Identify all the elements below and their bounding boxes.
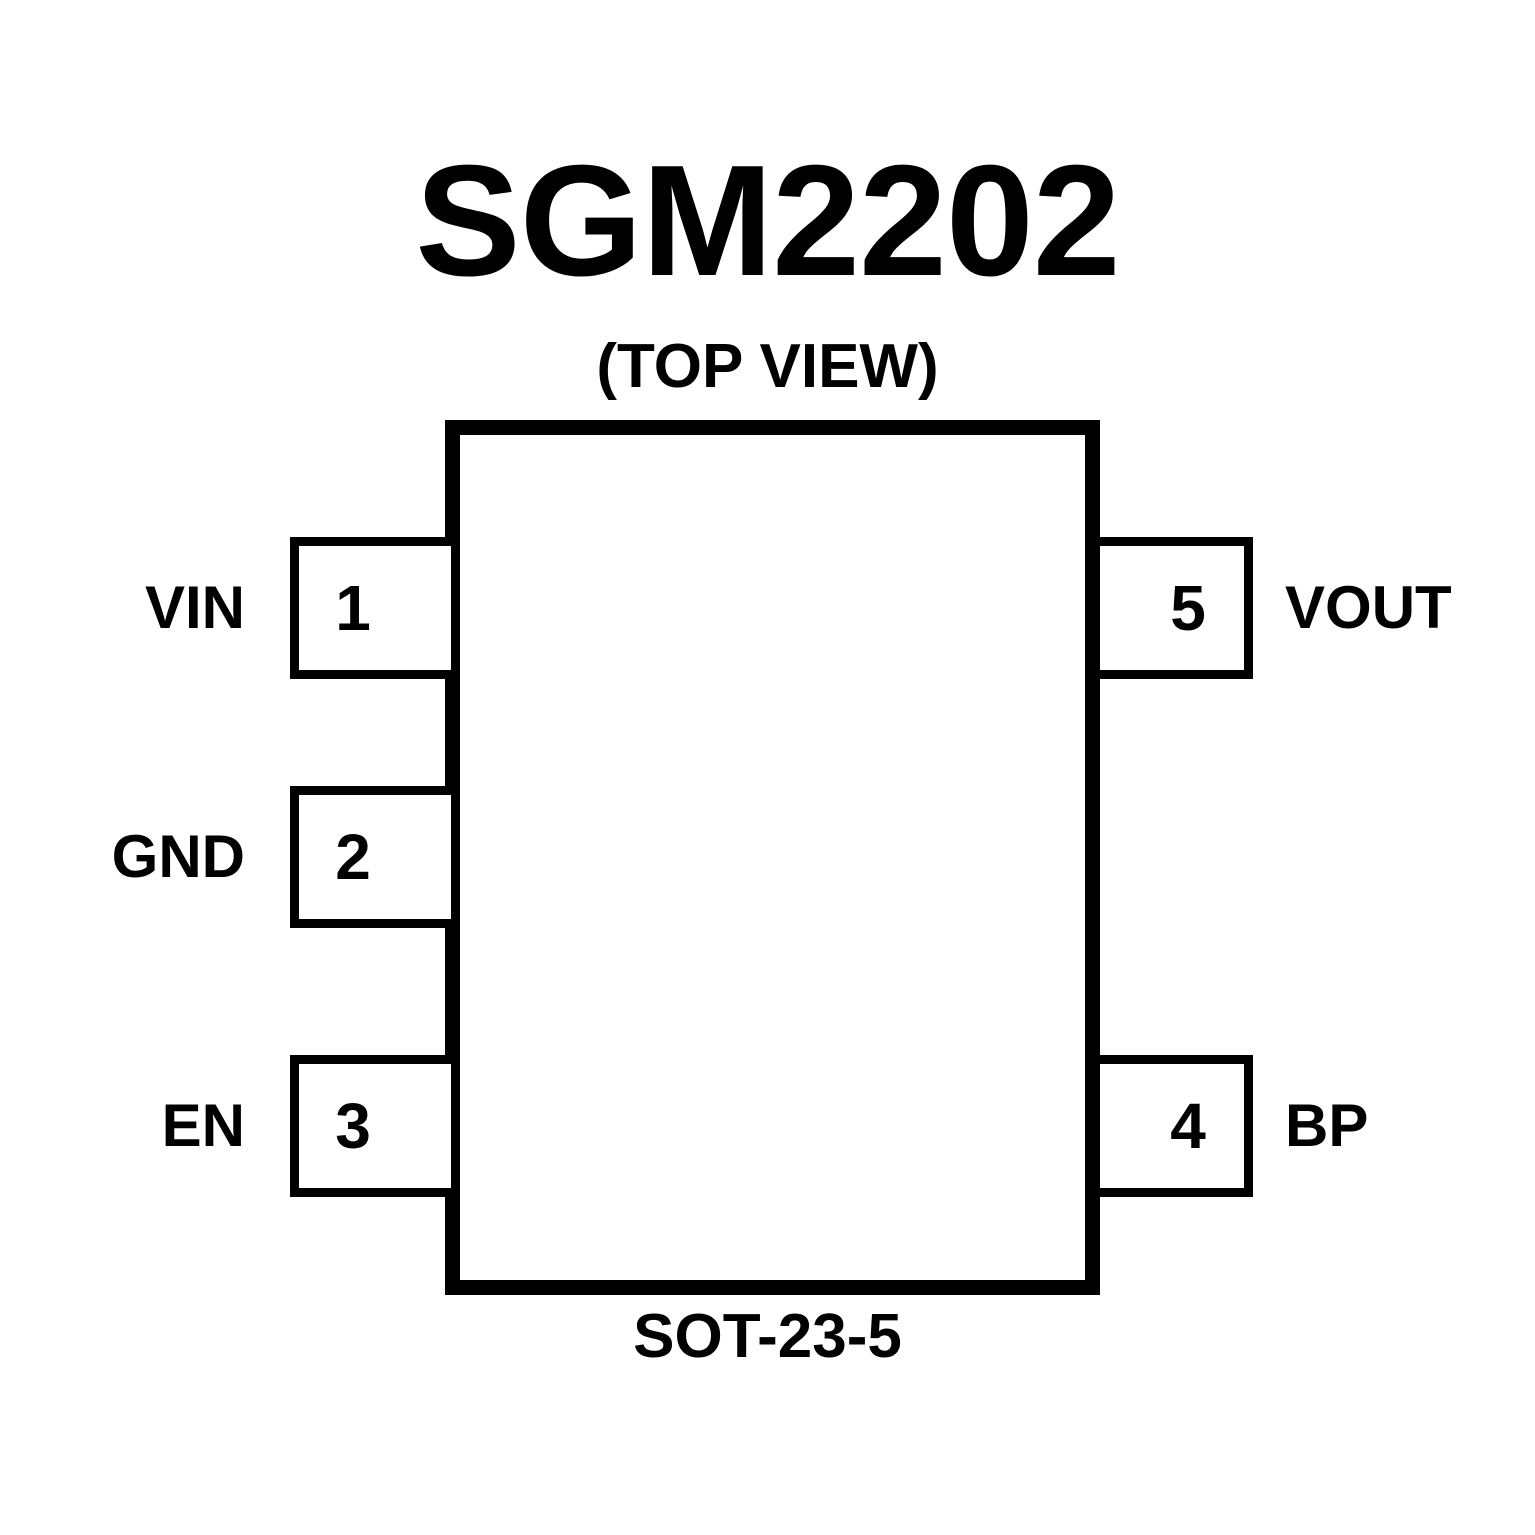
pin-label-bp: BP <box>1285 1092 1369 1159</box>
pin-box-1[interactable]: 1 <box>290 537 460 679</box>
pin-number-1: 1 <box>335 572 371 644</box>
pin-box-3[interactable]: 3 <box>290 1055 460 1197</box>
page-title: SGM2202 <box>415 133 1120 309</box>
pin-label-vout: VOUT <box>1285 574 1452 641</box>
pin-number-3: 3 <box>335 1090 371 1162</box>
pin-number-2: 2 <box>335 821 371 893</box>
pin-label-en: EN <box>161 1092 245 1159</box>
pin-label-gnd: GND <box>111 823 245 890</box>
pin-box-5[interactable]: 5 <box>1091 537 1253 679</box>
pin-number-5: 5 <box>1170 572 1206 644</box>
pin-box-4[interactable]: 4 <box>1091 1055 1253 1197</box>
view-orientation-label: (TOP VIEW) <box>596 332 939 401</box>
pin-label-vin: VIN <box>144 574 245 641</box>
pin-box-2[interactable]: 2 <box>290 786 460 928</box>
package-body-outline <box>445 420 1100 1295</box>
package-type-label: SOT-23-5 <box>633 1302 902 1371</box>
pin-number-4: 4 <box>1170 1090 1206 1162</box>
